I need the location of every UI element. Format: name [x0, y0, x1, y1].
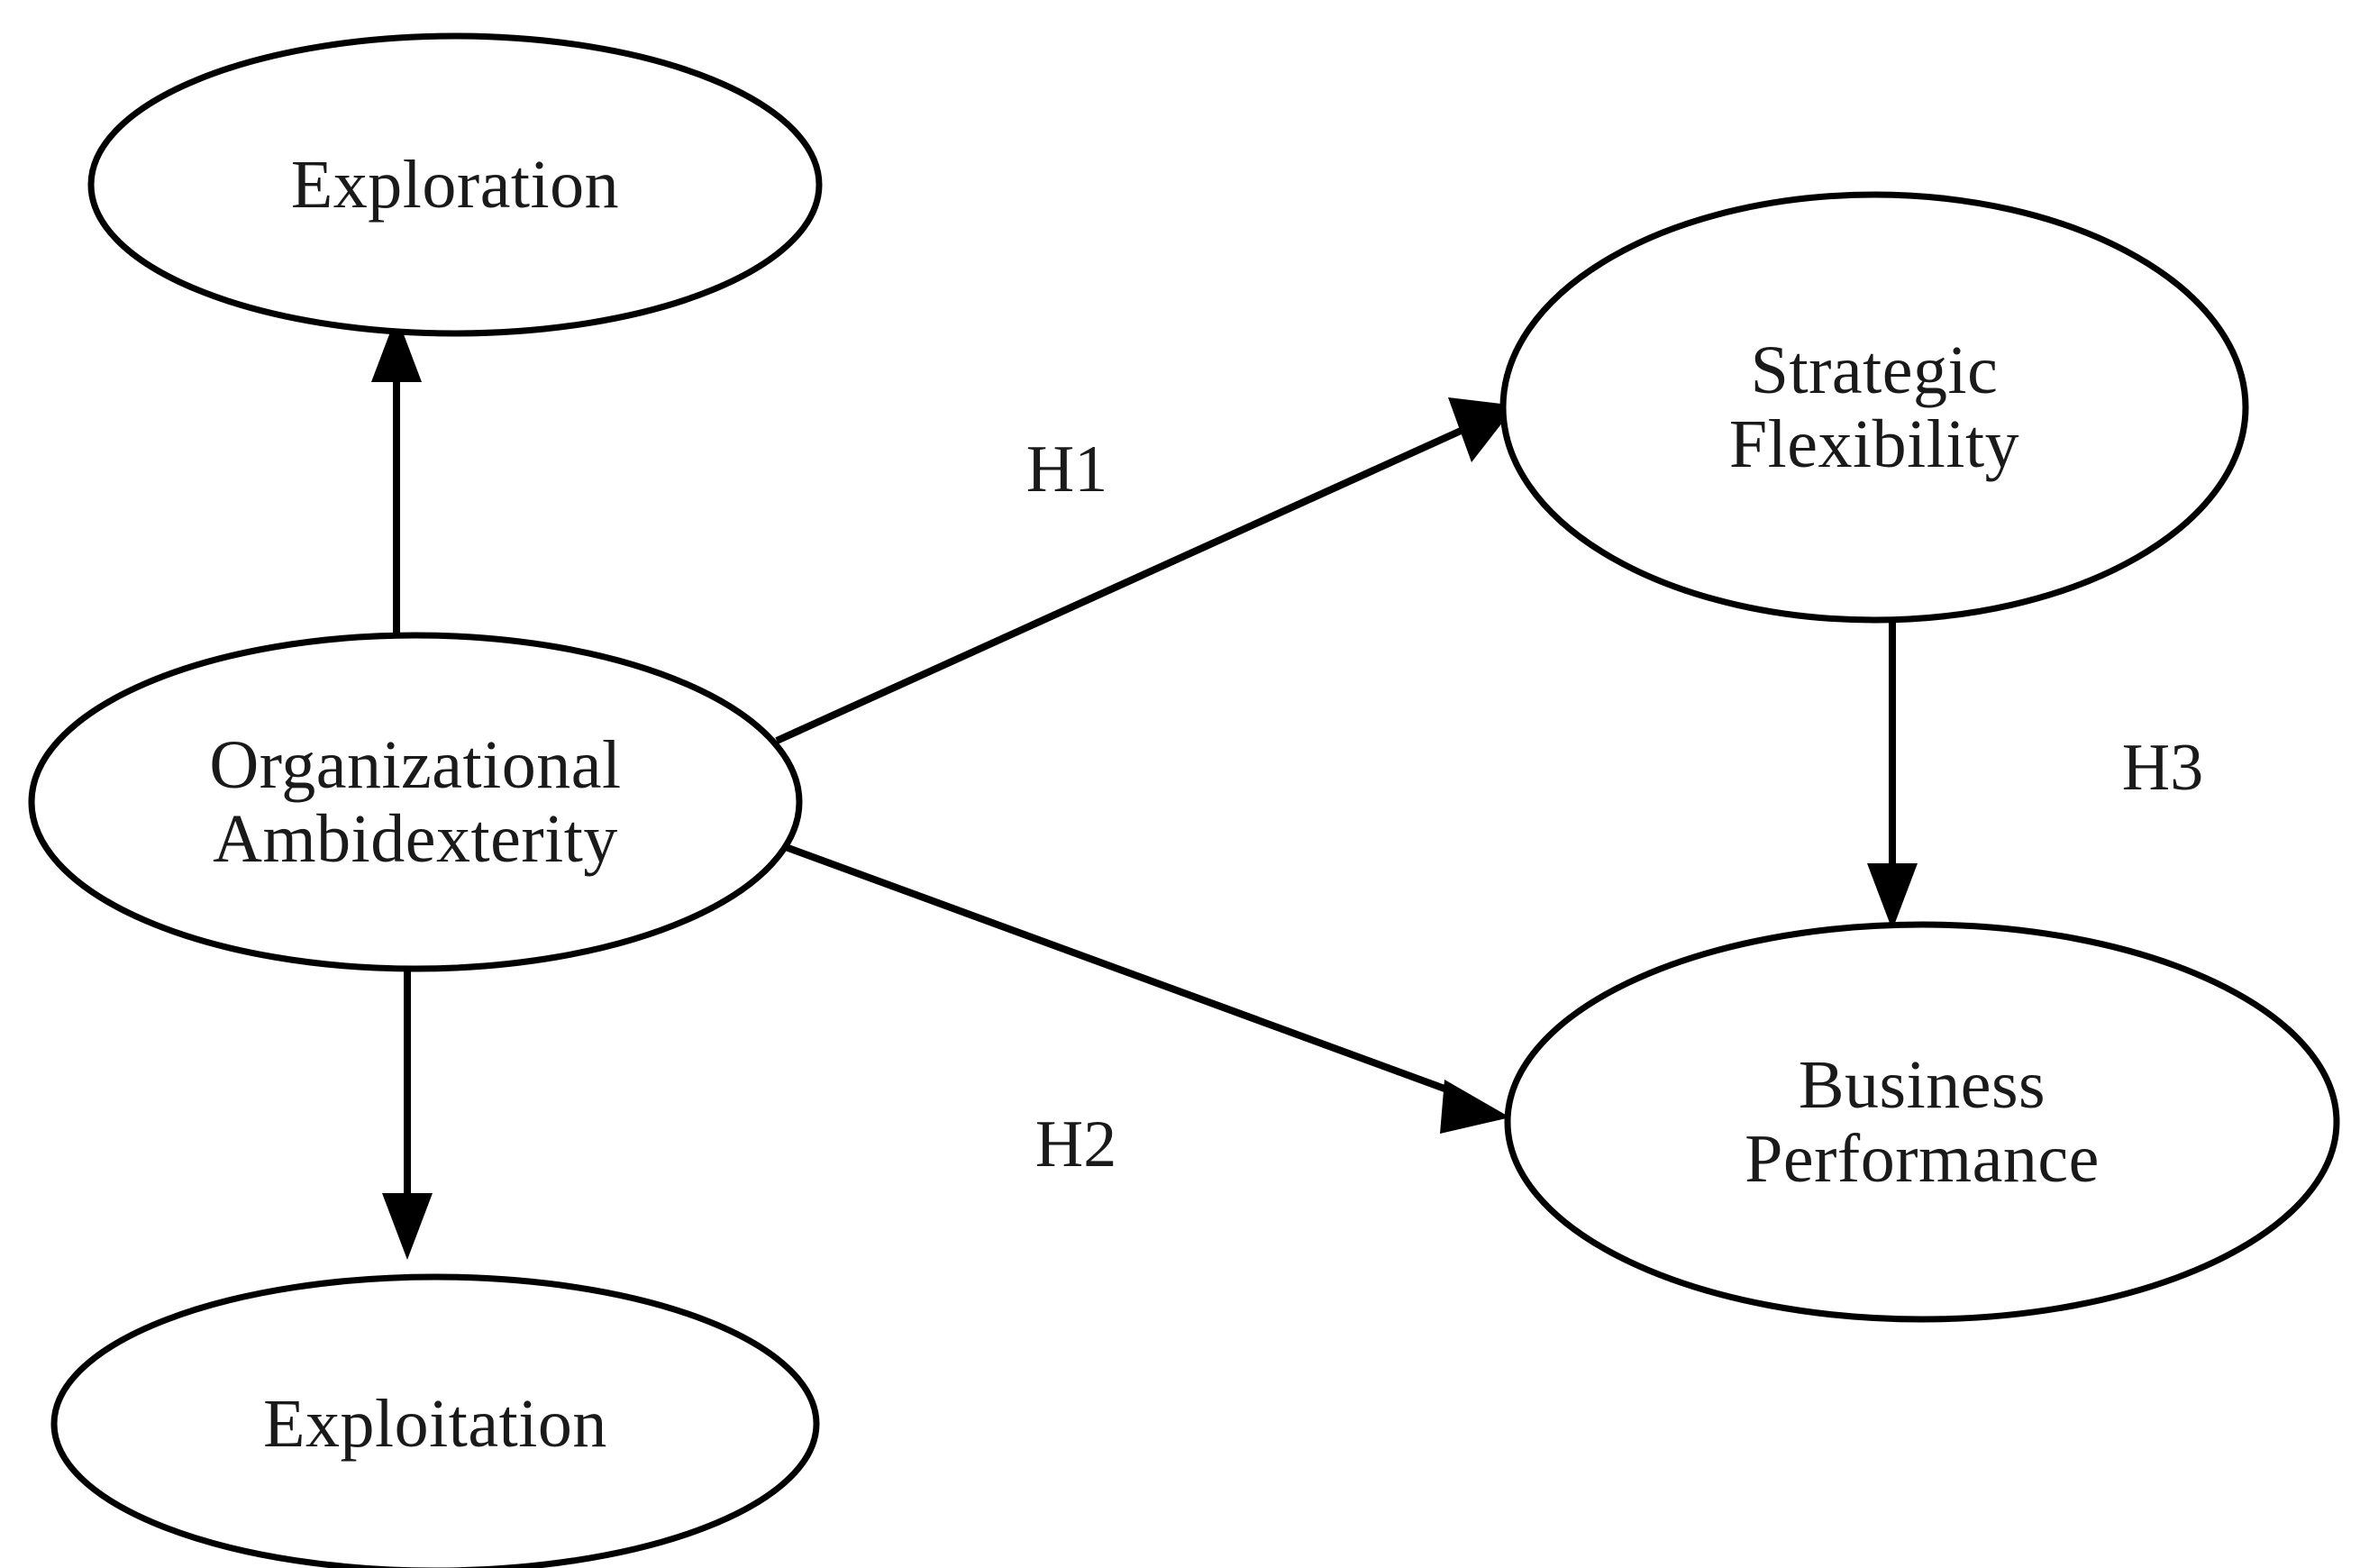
node-exploration[interactable]	[87, 32, 823, 337]
edge-strategic-flexibility-to-business-performance	[1867, 609, 1918, 930]
node-exploitation[interactable]	[50, 1273, 820, 1568]
arrow-head-h2	[1440, 1080, 1510, 1134]
edge-line-h1	[775, 424, 1471, 744]
edge-oa-to-exploitation	[382, 969, 433, 1260]
arrow-head-h1	[1448, 397, 1516, 462]
node-strategic-flexibility[interactable]	[1499, 191, 2249, 624]
node-business-performance[interactable]	[1504, 921, 2340, 1323]
arrow-head-up-exploration	[371, 315, 422, 382]
arrow-head-down-exploitation	[382, 1193, 433, 1260]
edge-line-h2	[784, 843, 1456, 1096]
edge-oa-to-exploration	[371, 315, 422, 636]
arrow-head-h3	[1867, 863, 1918, 930]
node-organizational-ambidexterity[interactable]	[28, 632, 803, 972]
edge-oa-to-business-performance	[784, 843, 1510, 1134]
edge-oa-to-strategic-flexibility	[775, 397, 1516, 744]
